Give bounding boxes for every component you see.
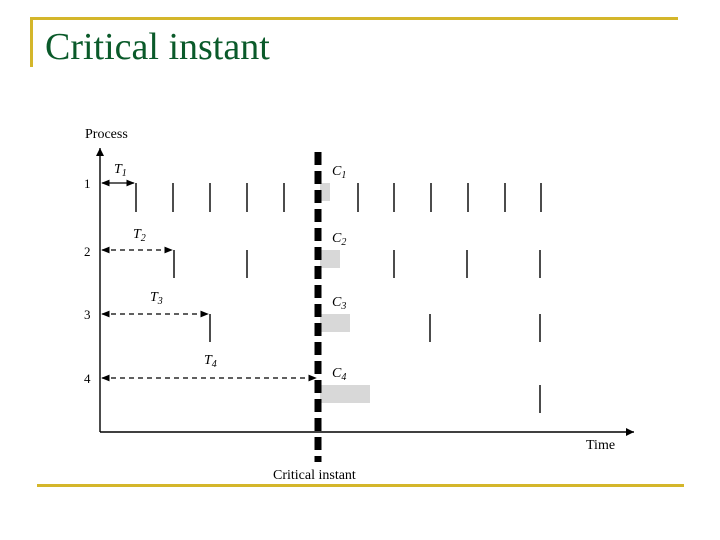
y-axis-arrowhead: [96, 148, 104, 156]
period-label-4: T4: [204, 353, 217, 370]
release-ticks-process-1: [135, 183, 542, 212]
frame-top-line: [30, 17, 678, 20]
critical-instant-label: Critical instant: [273, 468, 356, 483]
computation-label-2: C2: [332, 231, 346, 248]
period-label-2: T2: [133, 227, 146, 244]
process-label-3: 3: [84, 307, 91, 322]
period-label-3: T3: [150, 290, 163, 307]
y-axis-label: Process: [85, 127, 128, 142]
release-ticks-process-3: [209, 314, 541, 342]
release-ticks-process-2: [173, 250, 541, 278]
computation-label-4: C4: [332, 366, 346, 383]
frame-left-line: [30, 17, 33, 67]
computation-label-3: C3: [332, 295, 346, 312]
computation-label-1: C1: [332, 164, 346, 181]
x-axis-label: Time: [586, 438, 615, 453]
computation-bar-2: [320, 250, 340, 268]
frame-bottom-line: [37, 484, 684, 487]
process-label-2: 2: [84, 244, 91, 259]
process-label-4: 4: [84, 371, 91, 386]
computation-bar-3: [320, 314, 350, 332]
computation-bar-4: [320, 385, 370, 403]
process-label-1: 1: [84, 176, 91, 191]
slide-title: Critical instant: [45, 26, 270, 68]
period-label-1: T1: [114, 162, 127, 179]
x-axis-arrowhead: [626, 428, 634, 436]
computation-bar-1: [320, 183, 330, 201]
